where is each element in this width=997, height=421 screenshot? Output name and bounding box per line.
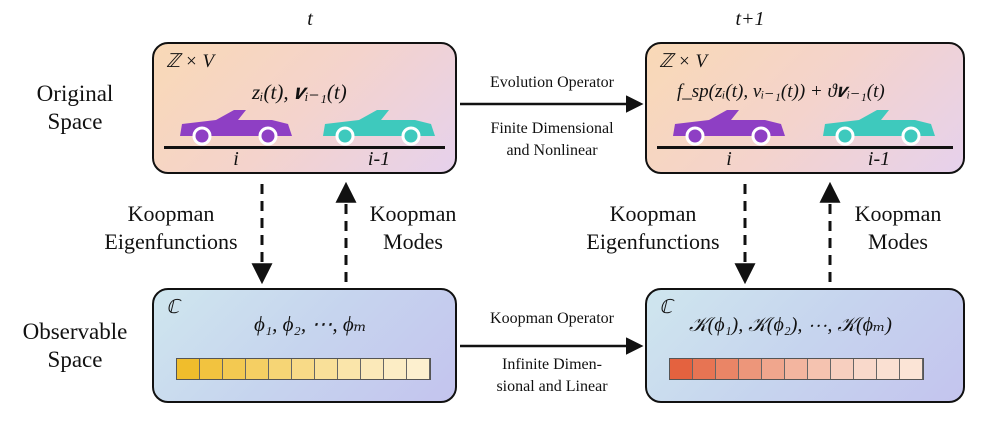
modes-label-right: Koopman Modes: [854, 201, 942, 254]
car-icon: [323, 110, 435, 146]
car-label-i: i: [726, 148, 732, 170]
koopman-applied-formula: 𝒦(ϕ₁), 𝒦(ϕ₂), ⋯, 𝒦(ϕₘ): [689, 314, 892, 336]
observable-tape-t-plus-1: [669, 358, 924, 380]
car-icon: [180, 110, 292, 146]
evolved-state-formula: f_sp(zᵢ(t), vᵢ₋₁(t)) + ϑ𝒗ᵢ₋₁(t): [677, 81, 885, 102]
road-line: [164, 146, 445, 149]
koopman-operator-desc: Infinite Dimen- sional and Linear: [496, 356, 608, 395]
space-tag: ℤ × V: [166, 51, 215, 72]
space-tag: ℤ × V: [659, 51, 708, 72]
original-space-box-t-plus-1: ℤ × V f_sp(zᵢ(t), vᵢ₋₁(t)) + ϑ𝒗ᵢ₋₁(t) i …: [645, 42, 965, 174]
space-tag: ℂ: [659, 297, 673, 318]
original-space-label: Original Space: [36, 81, 114, 134]
eigenfunctions-label-right: Koopman Eigenfunctions: [586, 201, 720, 254]
state-formula: zᵢ(t), 𝒗ᵢ₋₁(t): [252, 80, 347, 104]
observable-space-box-t: ℂ ϕ₁, ϕ₂, ⋯, ϕₘ: [152, 288, 457, 403]
eigenfunctions-label-left: Koopman Eigenfunctions: [104, 201, 238, 254]
car-icon: [823, 110, 935, 146]
evolution-operator-desc: Finite Dimensional and Nonlinear: [490, 120, 614, 159]
koopman-operator-label: Koopman Operator: [490, 310, 614, 327]
eigenfunctions-formula: ϕ₁, ϕ₂, ⋯, ϕₘ: [254, 312, 367, 336]
observable-space-label: Observable Space: [22, 319, 128, 372]
modes-label-left: Koopman Modes: [369, 201, 457, 254]
car-label-i-minus-1: i-1: [867, 148, 891, 170]
time-label-t-plus-1: t+1: [735, 8, 765, 30]
time-label-t: t: [307, 8, 313, 30]
evolution-operator-label: Evolution Operator: [490, 74, 614, 91]
car-label-i-minus-1: i-1: [367, 148, 391, 170]
car-icon: [673, 110, 785, 146]
observable-space-box-t-plus-1: ℂ 𝒦(ϕ₁), 𝒦(ϕ₂), ⋯, 𝒦(ϕₘ): [645, 288, 965, 403]
road-line: [657, 146, 953, 149]
car-label-i: i: [233, 148, 239, 170]
space-tag: ℂ: [166, 297, 180, 318]
observable-tape-t: [176, 358, 431, 380]
original-space-box-t: ℤ × V zᵢ(t), 𝒗ᵢ₋₁(t) i i-1: [152, 42, 457, 174]
